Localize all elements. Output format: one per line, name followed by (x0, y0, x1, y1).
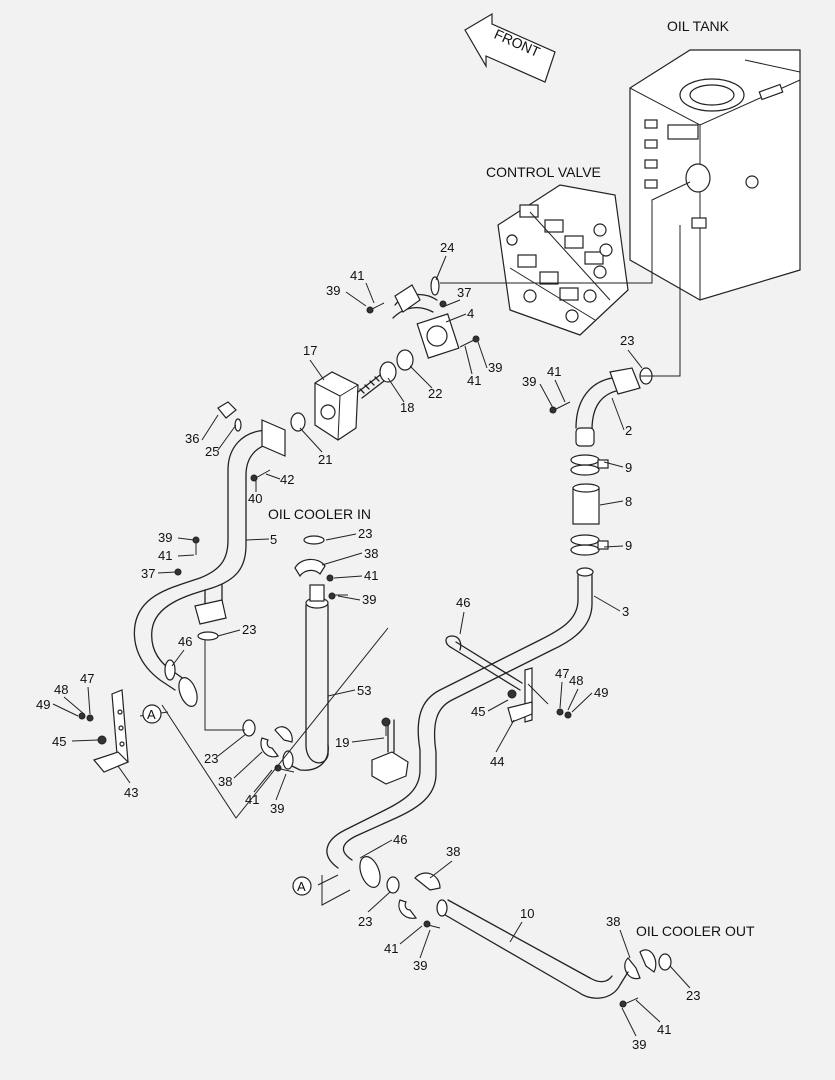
callout: 38 (364, 546, 378, 561)
callout: 23 (242, 622, 256, 637)
callout: 41 (350, 268, 364, 283)
split-flange-clamps-38 (260, 558, 657, 980)
view-reference-a-bottom: A (292, 876, 312, 896)
oil-cooler-out-label: OIL COOLER OUT (636, 923, 755, 939)
adapter-18 (357, 361, 397, 399)
flange-block-17 (314, 371, 359, 441)
callout: 9 (625, 460, 632, 475)
u-bolt-46 (445, 635, 523, 691)
callout: 42 (280, 472, 294, 487)
front-direction-arrow: FRONT (464, 12, 556, 83)
pipe-3 (326, 567, 594, 888)
callout: 37 (457, 285, 471, 300)
callout: 2 (625, 423, 632, 438)
callout: 39 (522, 374, 536, 389)
callout: 41 (245, 792, 259, 807)
callout: 39 (488, 360, 502, 375)
callout: 39 (270, 801, 284, 816)
bracket-44 (507, 667, 572, 723)
callout: 40 (248, 491, 262, 506)
callout: 38 (218, 774, 232, 789)
callout: 19 (335, 735, 349, 750)
callout: 38 (446, 844, 460, 859)
pipe-5 (133, 419, 286, 707)
callout: 47 (555, 666, 569, 681)
callout: 5 (270, 532, 277, 547)
callout: 46 (456, 595, 470, 610)
callout: 10 (520, 906, 534, 921)
oil-tank-label: OIL TANK (667, 18, 730, 34)
callout: 24 (440, 240, 454, 255)
callout: 41 (364, 568, 378, 583)
coupling-8-9 (570, 454, 609, 556)
callout: 41 (657, 1022, 671, 1037)
callout: 18 (400, 400, 414, 415)
oil-tank: OIL TANK (629, 18, 801, 301)
callout: 41 (384, 941, 398, 956)
bolts (174, 300, 639, 1008)
callout: 49 (36, 697, 50, 712)
bracket-43 (78, 689, 130, 773)
callout: 46 (393, 832, 407, 847)
o-rings (197, 276, 672, 971)
callout: 39 (362, 592, 376, 607)
callout: 41 (547, 364, 561, 379)
callout: 25 (205, 444, 219, 459)
callout: 36 (185, 431, 199, 446)
pipe-2 (575, 367, 641, 447)
callout: 23 (686, 988, 700, 1003)
callout: 23 (358, 526, 372, 541)
routing-leader-lines (139, 181, 691, 906)
callout: 53 (357, 683, 371, 698)
control-valve: CONTROL VALVE (486, 164, 629, 336)
view-ref-label: A (147, 707, 156, 722)
callout: 17 (303, 343, 317, 358)
elbow-4 (392, 284, 460, 359)
callout: 39 (158, 530, 172, 545)
callout: 3 (622, 604, 629, 619)
callout: 48 (54, 682, 68, 697)
control-valve-label: CONTROL VALVE (486, 164, 601, 180)
callout: 23 (358, 914, 372, 929)
callout: 41 (467, 373, 481, 388)
callout: 23 (204, 751, 218, 766)
callout: 21 (318, 452, 332, 467)
callout: 45 (52, 734, 66, 749)
part-callouts: 24 41 39 37 4 39 41 17 18 22 23 41 39 2 … (36, 240, 700, 1052)
hose-10 (436, 899, 629, 999)
callout: 39 (632, 1037, 646, 1052)
callout: 37 (141, 566, 155, 581)
callout: 39 (326, 283, 340, 298)
view-ref-label: A (297, 879, 306, 894)
callout: 41 (158, 548, 172, 563)
view-reference-a-left: A (142, 704, 162, 724)
callout: 47 (80, 671, 94, 686)
plug-36 (217, 401, 242, 432)
callout: 43 (124, 785, 138, 800)
callout: 8 (625, 494, 632, 509)
callout: 46 (178, 634, 192, 649)
callout: 44 (490, 754, 504, 769)
callout: 45 (471, 704, 485, 719)
callout: 23 (620, 333, 634, 348)
callout: 22 (428, 386, 442, 401)
callout: 38 (606, 914, 620, 929)
oil-cooler-in-label: OIL COOLER IN (268, 506, 371, 522)
callout: 4 (467, 306, 474, 321)
callout: 9 (625, 538, 632, 553)
callout: 48 (569, 673, 583, 688)
callout: 49 (594, 685, 608, 700)
callout: 39 (413, 958, 427, 973)
hose-53 (282, 584, 329, 771)
